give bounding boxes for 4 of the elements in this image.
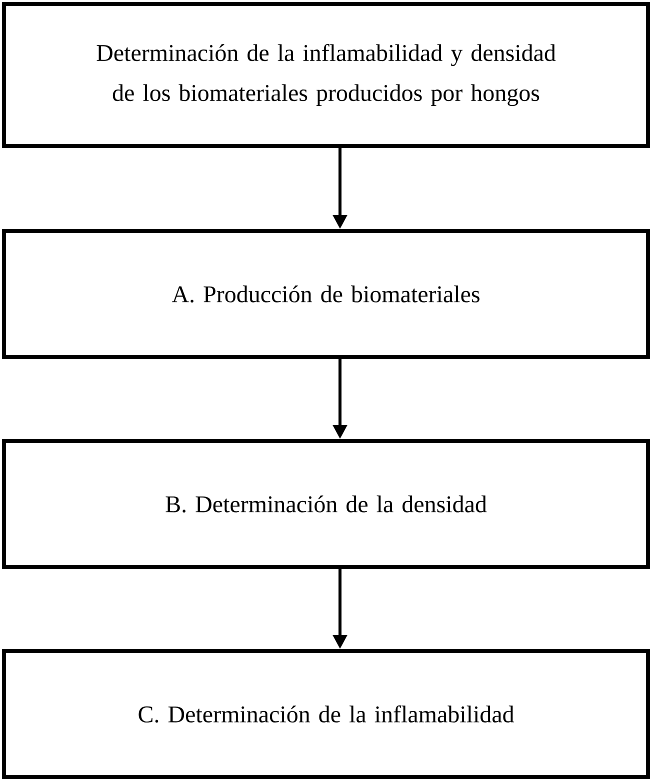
process-box: C. Determinación de la inflamabilidad <box>2 649 650 779</box>
process-box: B. Determinación de la densidad <box>2 439 650 569</box>
process-box: Determinación de la inflamabilidad y densidad de los biomateriales producidos por hongos <box>2 2 650 148</box>
process-box: A. Producción de biomateriales <box>2 229 650 359</box>
